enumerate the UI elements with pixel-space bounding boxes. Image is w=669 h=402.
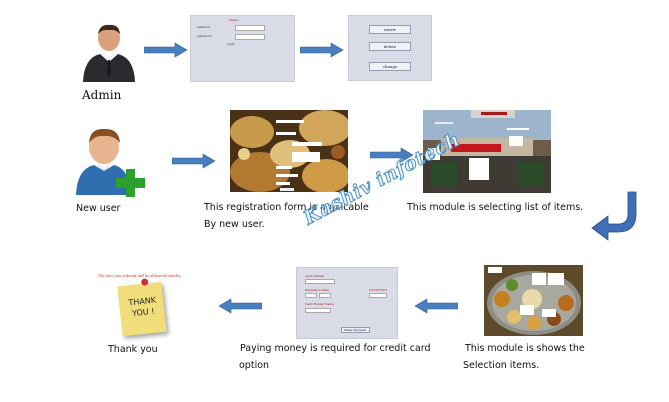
arrow-list-to-selection [588, 190, 644, 251]
admin-label: Admin [82, 88, 122, 102]
login-field2-input[interactable] [235, 34, 265, 40]
login-field1-input[interactable] [235, 25, 265, 31]
login-title: kashiv [229, 18, 239, 22]
thank-you-note-text: The item you ordered will be delivered s… [98, 274, 181, 278]
sticky-note-text: THANK YOU ! [128, 295, 157, 319]
card-holder-input[interactable] [305, 308, 331, 313]
expiration-year-input[interactable] [319, 293, 331, 298]
arrow-login-to-menu [299, 42, 344, 63]
payment-screenshot: card number Expiration Date CVV2/CVC2 Ca… [296, 267, 398, 339]
menu-screenshot: insert delete change [348, 15, 432, 81]
thank-you-screenshot: The item you ordered will be delivered s… [92, 270, 202, 342]
registration-caption-line2: By new user. [204, 219, 265, 230]
menu-insert-button[interactable]: insert [369, 25, 411, 34]
admin-icon [78, 22, 140, 82]
payment-caption-line2: option [239, 360, 270, 371]
expiration-month-input[interactable] [305, 293, 317, 298]
login-button[interactable]: login [227, 42, 235, 46]
menu-delete-button[interactable]: delete [369, 42, 411, 51]
payment-label-cvv: CVV2/CVC2 [369, 288, 388, 292]
card-number-input[interactable] [305, 279, 335, 284]
arrow-admin-to-login [143, 42, 188, 63]
new-user-icon [74, 125, 162, 197]
login-screenshot: kashiv admin id password login [190, 15, 295, 82]
pushpin-icon [140, 278, 149, 286]
registration-screenshot [230, 110, 348, 192]
payment-caption-line1: Paying money is required for credit card [240, 343, 431, 354]
item-list-caption: This module is selecting list of items. [407, 202, 584, 213]
arrow-registration-to-list [369, 147, 414, 168]
selection-screenshot [484, 265, 583, 336]
payment-label-expiration: Expiration Date [305, 288, 330, 292]
registration-caption-line1: This registration form is applicable [204, 202, 369, 213]
arrow-user-to-registration [171, 153, 216, 174]
selection-caption-line2: Selection items. [463, 360, 540, 371]
sticky-note: THANK YOU ! [117, 278, 167, 337]
cvv-input[interactable] [369, 293, 387, 298]
login-field2-label: password [197, 34, 212, 38]
selection-caption-line1: This module is shows the [465, 343, 585, 354]
menu-change-button[interactable]: change [369, 62, 411, 71]
thank-you-label: Thank you [108, 344, 158, 355]
payment-label-holder: Card Holder Name [305, 302, 334, 306]
arrow-selection-to-payment [414, 298, 459, 319]
new-user-label: New user [76, 203, 121, 214]
login-field1-label: admin id [197, 25, 211, 29]
item-list-screenshot [423, 110, 551, 193]
payment-label-card-number: card number [305, 274, 325, 278]
make-payment-button[interactable]: Make Payment [341, 327, 370, 333]
arrow-payment-to-thankyou [218, 298, 263, 319]
